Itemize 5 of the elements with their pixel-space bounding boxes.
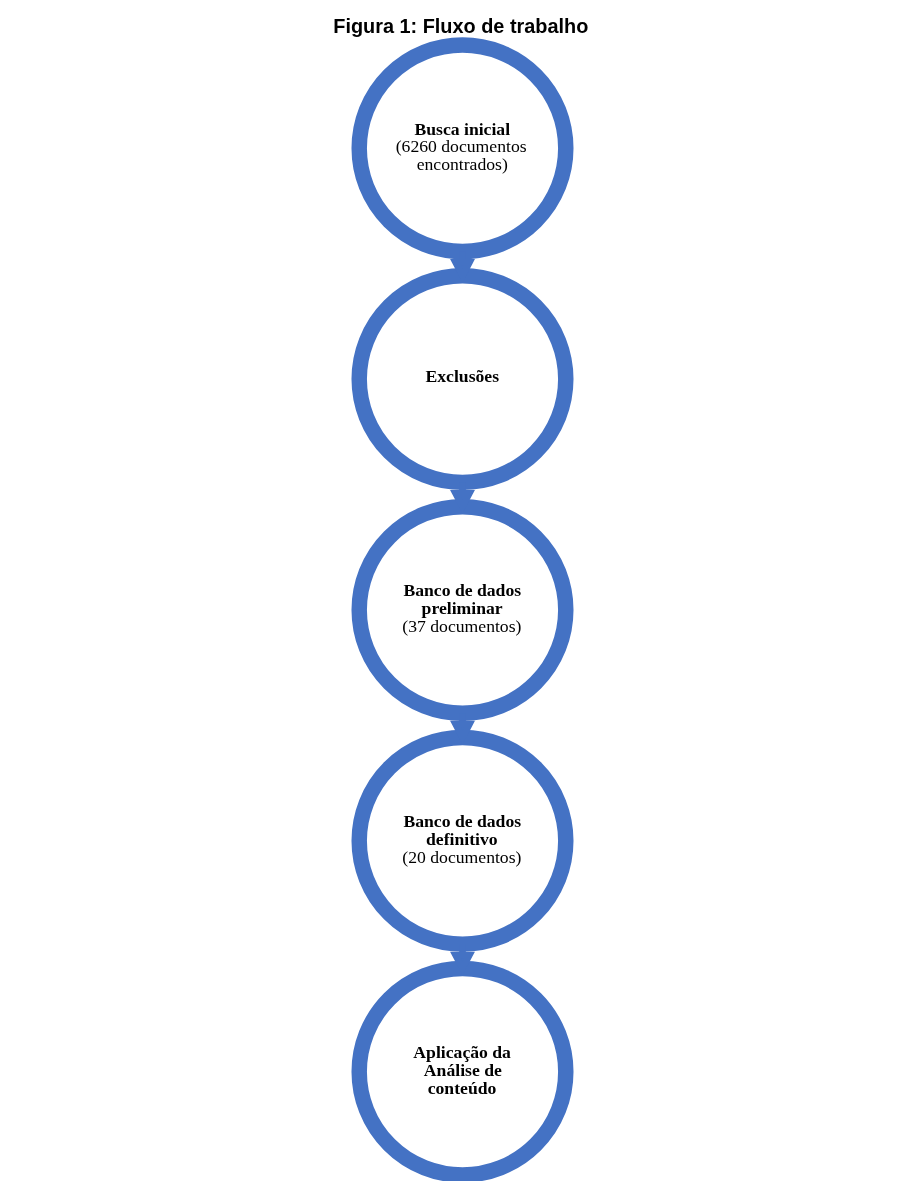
node-circle: Banco de dados preliminar (37 documentos) [351, 498, 573, 721]
node-circle: Aplicação da Análise de conteúdo [351, 960, 573, 1181]
diagram-title: Figura 1: Fluxo de trabalho [332, 15, 588, 38]
node-circle: Busca inicial (6260 documentos encontrados) [351, 37, 573, 260]
node-circle: Banco de dados definitivo (20 documentos) [351, 729, 573, 952]
